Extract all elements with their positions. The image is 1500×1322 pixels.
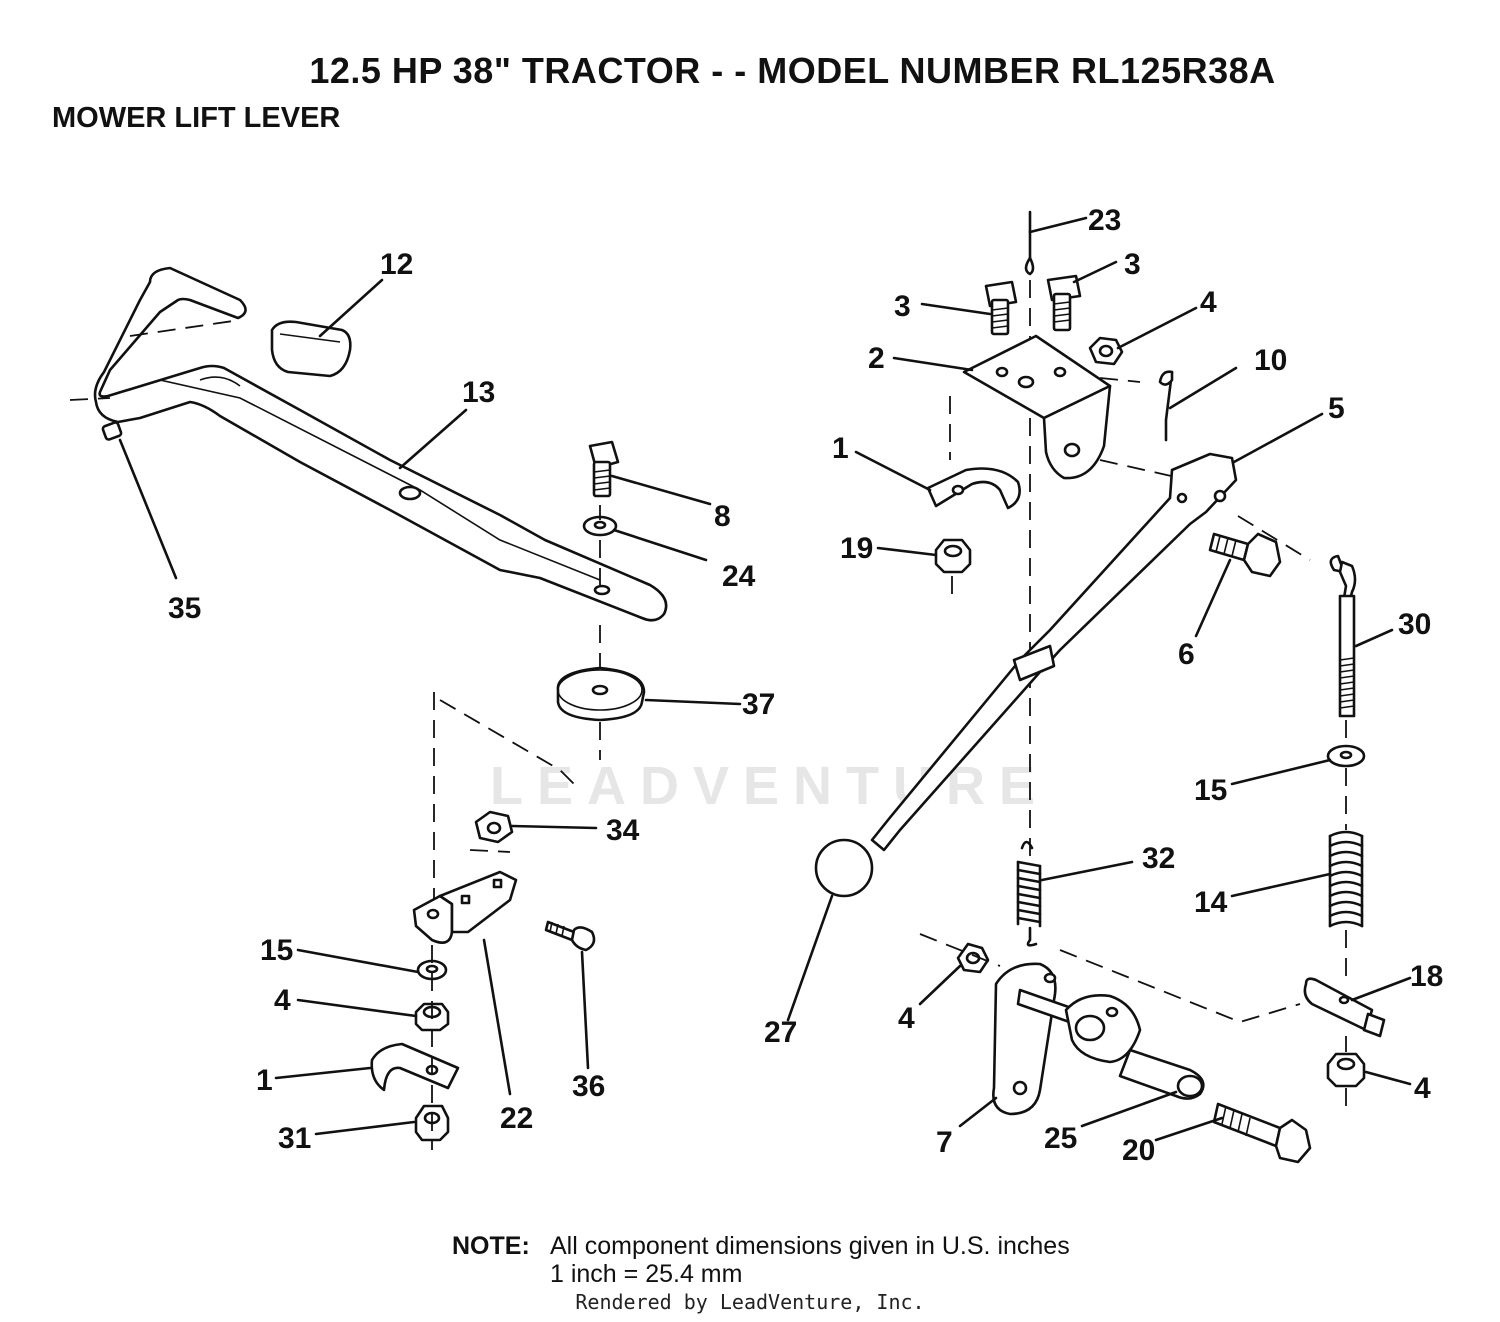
callout-6: 6 <box>1178 638 1195 671</box>
part-34-nut[interactable] <box>474 810 514 844</box>
part-25-spacer[interactable] <box>1118 1048 1205 1100</box>
callout-5: 5 <box>1328 392 1345 425</box>
callout-23: 23 <box>1088 204 1121 237</box>
callout-4-mid: 4 <box>898 1002 915 1035</box>
callout-1-right: 1 <box>832 432 849 465</box>
callout-15-left: 15 <box>260 934 293 967</box>
callout-4-left: 4 <box>274 984 291 1017</box>
part-13-lift-lever[interactable] <box>69 266 668 622</box>
render-credit: Rendered by LeadVenture, Inc. <box>575 1290 925 1314</box>
part-4-nut-upper[interactable] <box>1088 336 1124 366</box>
callout-7: 7 <box>936 1126 953 1159</box>
part-30-lift-rod[interactable] <box>1329 554 1357 718</box>
callout-32: 32 <box>1142 842 1175 875</box>
part-27-knob[interactable] <box>814 838 874 898</box>
callout-27: 27 <box>764 1016 797 1049</box>
part-22-bracket[interactable] <box>412 870 518 944</box>
part-36-carriage-bolt[interactable] <box>544 920 596 952</box>
part-10-cotter-pin[interactable] <box>1158 370 1174 442</box>
part-14-compression-spring[interactable] <box>1328 830 1364 928</box>
part-32-extension-spring[interactable] <box>1016 840 1042 947</box>
callout-3-right: 3 <box>1124 248 1141 281</box>
part-15-washer-right[interactable] <box>1326 744 1366 768</box>
part-1-clip-left[interactable] <box>370 1042 460 1092</box>
callout-8: 8 <box>714 500 731 533</box>
part-18-trunnion[interactable] <box>1303 977 1386 1038</box>
callout-3-left: 3 <box>894 290 911 323</box>
part-7-bellcrank[interactable] <box>992 962 1142 1116</box>
callout-10: 10 <box>1254 344 1287 377</box>
callout-35: 35 <box>168 592 201 625</box>
callout-36: 36 <box>572 1070 605 1103</box>
callout-30: 30 <box>1398 608 1431 641</box>
callout-37: 37 <box>742 688 775 721</box>
callout-labels: 12 13 35 8 24 37 34 15 4 1 31 22 36 23 3… <box>168 204 1443 1167</box>
callout-25: 25 <box>1044 1122 1077 1155</box>
note-line-1: All component dimensions given in U.S. i… <box>550 1232 1070 1260</box>
diagram-title-text: 12.5 HP 38" TRACTOR - - MODEL NUMBER RL1… <box>309 50 1276 91</box>
leader-lines <box>118 216 1412 1142</box>
callout-14: 14 <box>1194 886 1228 919</box>
note-line-2: 1 inch = 25.4 mm <box>550 1260 743 1288</box>
callout-24: 24 <box>722 560 756 593</box>
part-5-lever-arm[interactable] <box>870 452 1238 852</box>
part-6-shoulder-bolt[interactable] <box>1208 532 1282 578</box>
part-4-nut-mid[interactable] <box>956 942 990 974</box>
part-37-large-washer[interactable] <box>556 666 646 722</box>
part-3-bolt-right[interactable] <box>1046 274 1082 332</box>
callout-22: 22 <box>500 1102 533 1135</box>
diagram-title: 12.5 HP 38" TRACTOR - - MODEL NUMBER RL1… <box>0 50 1500 92</box>
callout-2: 2 <box>868 342 885 375</box>
part-8-bolt[interactable] <box>588 440 620 498</box>
part-35-plug[interactable] <box>101 421 123 441</box>
callout-20: 20 <box>1122 1134 1155 1167</box>
callout-31: 31 <box>278 1122 311 1155</box>
section-title: MOWER LIFT LEVER <box>52 102 341 134</box>
callout-34: 34 <box>606 814 640 847</box>
note-label: NOTE: <box>452 1232 530 1260</box>
part-20-bolt[interactable] <box>1212 1102 1312 1164</box>
callout-4-lower-right: 4 <box>1414 1072 1431 1105</box>
callout-1-left: 1 <box>256 1064 273 1097</box>
callout-12: 12 <box>380 248 413 281</box>
part-23-cable[interactable] <box>1024 210 1035 276</box>
part-4-nut-left[interactable] <box>414 1002 450 1032</box>
callout-18: 18 <box>1410 960 1443 993</box>
part-19-nut[interactable] <box>934 538 972 574</box>
part-1-clip-right[interactable] <box>926 467 1021 510</box>
part-4-nut-lower-right[interactable] <box>1326 1052 1366 1088</box>
callout-19: 19 <box>840 532 873 565</box>
part-12-handle-grip[interactable] <box>270 320 352 378</box>
callout-13: 13 <box>462 376 495 409</box>
part-24-washer[interactable] <box>582 515 618 537</box>
callout-4-upper: 4 <box>1200 286 1217 319</box>
callout-15-right: 15 <box>1194 774 1227 807</box>
part-2-mounting-bracket[interactable] <box>962 334 1112 480</box>
part-3-bolt-left[interactable] <box>984 280 1018 336</box>
